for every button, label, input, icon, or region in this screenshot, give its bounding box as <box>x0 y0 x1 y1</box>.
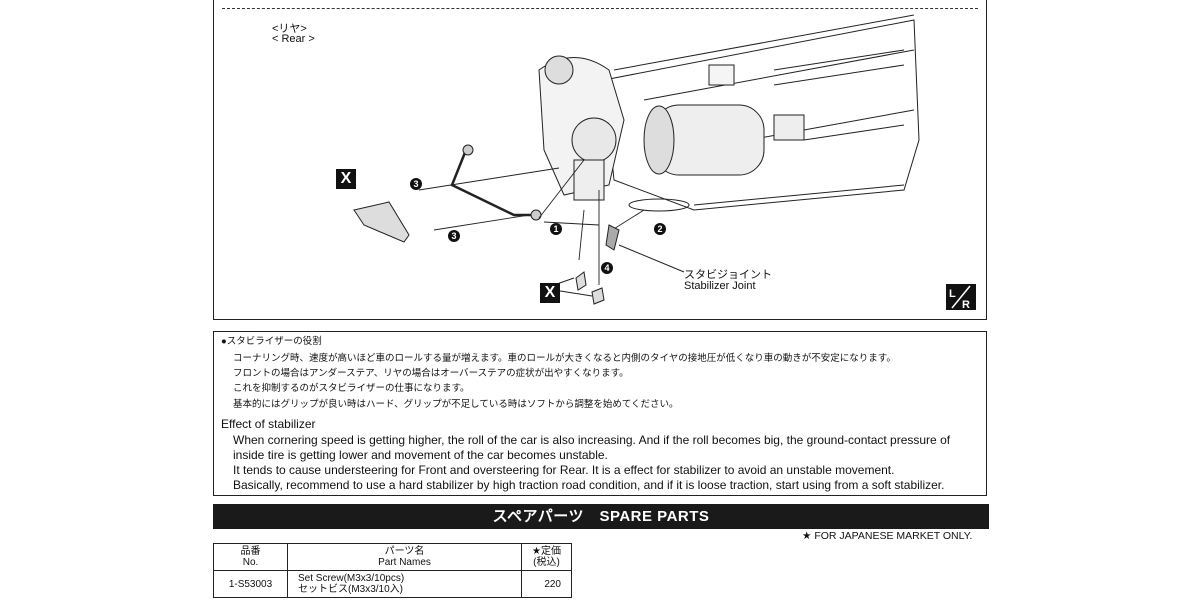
stabilizer-mount <box>353 201 410 243</box>
ball-end-top <box>462 144 474 156</box>
ball-end <box>530 209 542 221</box>
part-name-en: Set Screw(M3x3/10pcs) <box>298 573 405 584</box>
assembly-diagram-panel <box>213 0 987 320</box>
x-marker-screw: X <box>540 283 560 303</box>
cell-price: 220 <box>521 570 572 598</box>
svg-text:L: L <box>949 288 956 300</box>
svg-text:R: R <box>962 299 970 310</box>
explanation-line-en-1: When cornering speed is getting higher, … <box>233 433 951 447</box>
explanation-line-ja-1: コーナリング時、速度が高いほど車のロールする量が増えます。車のロールが大きくなる… <box>233 353 896 364</box>
rear-label-en: < Rear > <box>272 33 315 45</box>
table-header-row: 品番 No. パーツ名 Part Names ★定価 (税込) <box>213 543 572 571</box>
stabilizer-joint-label-ja: スタビジョイント <box>684 269 772 281</box>
cell-part-number: 1-S53003 <box>213 570 288 598</box>
explanation-line-ja-2: フロントの場合はアンダーステア、リヤの場合はオーバーステアの症状が出やすくなりま… <box>233 368 629 379</box>
explanation-line-ja-4: 基本的にはグリップが良い時はハード、グリップが不足している時はソフトから調整を始… <box>233 399 679 410</box>
spare-parts-table: 品番 No. パーツ名 Part Names ★定価 (税込) 1-S53003… <box>213 543 572 598</box>
step-marker-1: 1 <box>550 223 562 235</box>
header-part-name: パーツ名 Part Names <box>287 543 522 571</box>
step-marker-2: 2 <box>654 223 666 235</box>
stabilizer-explanation-panel <box>213 331 987 496</box>
explanation-title-en: Effect of stabilizer <box>221 417 316 431</box>
stabilizer-bar <box>450 149 532 217</box>
header-price: ★定価 (税込) <box>521 543 572 571</box>
rear-label-ja: <リヤ> <box>272 23 307 35</box>
chassis-illustration <box>353 14 920 305</box>
cell-part-name: Set Screw(M3x3/10pcs) セットビス(M3x3/10入) <box>287 570 522 598</box>
market-note: ★ FOR JAPANESE MARKET ONLY. <box>802 530 973 542</box>
header-no-en: No. <box>242 557 259 568</box>
header-price-ja: ★定価 <box>532 546 561 557</box>
header-price-en: (税込) <box>533 557 560 568</box>
explanation-title-ja: ●スタビライザーの役割 <box>221 336 322 347</box>
spare-parts-header: スペアパーツ SPARE PARTS <box>213 504 989 529</box>
left-right-icon: L R <box>946 284 976 311</box>
part-name-ja: セットビス(M3x3/10入) <box>298 584 404 595</box>
chassis-tub <box>603 19 920 211</box>
explanation-line-en-4: Basically, recommend to use a hard stabi… <box>233 478 945 492</box>
step-marker-3a: 3 <box>410 178 422 190</box>
header-name-en: Part Names <box>378 557 431 568</box>
explanation-line-en-2: inside tire is getting lower and movemen… <box>233 448 608 462</box>
explanation-line-en-3: It tends to cause understeering for Fron… <box>233 463 895 477</box>
header-no-ja: 品番 <box>240 546 261 557</box>
stabilizer-joint-label-en: Stabilizer Joint <box>684 280 756 292</box>
stabilizer-joint <box>605 224 620 251</box>
step-marker-3b: 3 <box>448 230 460 242</box>
explanation-line-ja-3: これを抑制するのがスタビライザーの仕事になります。 <box>233 383 470 394</box>
x-marker-mount: X <box>336 169 356 189</box>
step-marker-4: 4 <box>601 262 613 274</box>
set-screw-1 <box>575 271 587 291</box>
set-screw-2 <box>591 287 605 305</box>
table-row: 1-S53003 Set Screw(M3x3/10pcs) セットビス(M3x… <box>213 570 572 598</box>
header-part-number: 品番 No. <box>213 543 288 571</box>
cut-line <box>222 8 978 9</box>
header-name-ja: パーツ名 <box>384 546 425 557</box>
